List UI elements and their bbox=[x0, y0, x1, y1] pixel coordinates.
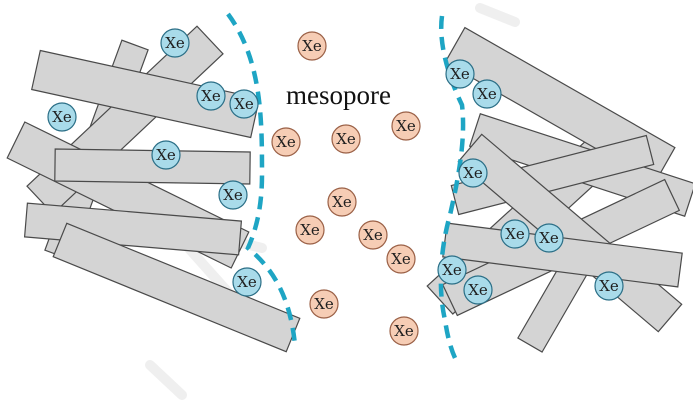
xe-atom-label: Xe bbox=[300, 221, 320, 239]
xe-atom-circle bbox=[386, 244, 416, 274]
xe-atom-label: Xe bbox=[463, 164, 483, 182]
adsorbed-xe-atom: Xe bbox=[534, 223, 564, 253]
xe-atom-circle bbox=[160, 28, 190, 58]
xe-atom-label: Xe bbox=[394, 322, 414, 340]
xe-atom-label: Xe bbox=[442, 261, 462, 279]
adsorbed-xe-atom: Xe bbox=[458, 158, 488, 188]
xe-atom-label: Xe bbox=[52, 108, 72, 126]
adsorbed-xe-atom: Xe bbox=[229, 89, 259, 119]
xe-atom-label: Xe bbox=[450, 65, 470, 83]
free-xe-atom: Xe bbox=[386, 244, 416, 274]
watermark-stroke bbox=[145, 360, 187, 400]
xe-atom-circle bbox=[47, 102, 77, 132]
xe-atom-label: Xe bbox=[539, 229, 559, 247]
xe-atom-label: Xe bbox=[505, 225, 525, 243]
xe-atom-circle bbox=[391, 111, 421, 141]
xe-atom-label: Xe bbox=[165, 34, 185, 52]
xe-atom-circle bbox=[327, 187, 357, 217]
xe-atom-circle bbox=[437, 255, 467, 285]
pore-boundary-line bbox=[226, 12, 298, 346]
xe-atom-circle bbox=[331, 124, 361, 154]
free-xe-atom: Xe bbox=[358, 220, 388, 250]
xe-atom-circle bbox=[295, 215, 325, 245]
xe-atom-circle bbox=[151, 140, 181, 170]
xe-atom-label: Xe bbox=[237, 273, 257, 291]
free-xe-atom: Xe bbox=[327, 187, 357, 217]
xe-atom-label: Xe bbox=[332, 193, 352, 211]
adsorbed-xe-atom: Xe bbox=[472, 79, 502, 109]
right-rod-cluster bbox=[426, 26, 693, 353]
adsorbed-xe-atom: Xe bbox=[160, 28, 190, 58]
free-xe-atom: Xe bbox=[389, 316, 419, 346]
xe-atom-circle bbox=[534, 223, 564, 253]
xe-atom-circle bbox=[358, 220, 388, 250]
adsorbed-xe-atom: Xe bbox=[500, 219, 530, 249]
rod bbox=[54, 148, 251, 185]
xe-atom-circle bbox=[445, 59, 475, 89]
adsorbed-xe-atom: Xe bbox=[218, 180, 248, 210]
free-xe-atom: Xe bbox=[271, 127, 301, 157]
xe-atom-label: Xe bbox=[234, 95, 254, 113]
xe-atom-label: Xe bbox=[363, 226, 383, 244]
xe-atom-circle bbox=[500, 219, 530, 249]
adsorbed-xe-atom: Xe bbox=[445, 59, 475, 89]
mesopore-label: mesopore bbox=[286, 80, 391, 110]
adsorbed-xe-atom: Xe bbox=[232, 267, 262, 297]
xe-atom-label: Xe bbox=[599, 277, 619, 295]
xe-atom-label: Xe bbox=[477, 85, 497, 103]
xe-atom-circle bbox=[218, 180, 248, 210]
xe-atom-circle bbox=[389, 316, 419, 346]
xe-atom-label: Xe bbox=[396, 117, 416, 135]
xe-atom-circle bbox=[309, 289, 339, 319]
xe-atom-circle bbox=[232, 267, 262, 297]
xe-atom-label: Xe bbox=[223, 186, 243, 204]
xe-atom-label: Xe bbox=[336, 130, 356, 148]
xe-atom-label: Xe bbox=[391, 250, 411, 268]
free-xe-atom: Xe bbox=[297, 31, 327, 61]
xe-atom-circle bbox=[196, 81, 226, 111]
xe-atom-circle bbox=[463, 275, 493, 305]
xe-atom-circle bbox=[271, 127, 301, 157]
free-xe-atom: Xe bbox=[295, 215, 325, 245]
xe-atom-label: Xe bbox=[276, 133, 296, 151]
xe-atom-label: Xe bbox=[314, 295, 334, 313]
xe-atom-circle bbox=[458, 158, 488, 188]
free-xe-atom: Xe bbox=[331, 124, 361, 154]
left-rod-cluster bbox=[6, 25, 301, 353]
watermark-stroke bbox=[475, 3, 520, 27]
xe-atom-circle bbox=[297, 31, 327, 61]
free-xe-atom: Xe bbox=[391, 111, 421, 141]
xe-atom-circle bbox=[229, 89, 259, 119]
adsorbed-xe-atom: Xe bbox=[594, 271, 624, 301]
xe-atom-circle bbox=[472, 79, 502, 109]
xe-atom-label: Xe bbox=[201, 87, 221, 105]
adsorbed-xe-atom: Xe bbox=[47, 102, 77, 132]
rod bbox=[52, 222, 301, 353]
adsorbed-xe-atom: Xe bbox=[196, 81, 226, 111]
free-xe-atom: Xe bbox=[309, 289, 339, 319]
rod bbox=[23, 202, 243, 256]
adsorbed-xe-atom: Xe bbox=[437, 255, 467, 285]
adsorbed-xe-atom: Xe bbox=[151, 140, 181, 170]
adsorbed-xe-atom: Xe bbox=[463, 275, 493, 305]
xe-atom-label: Xe bbox=[302, 37, 322, 55]
xe-atom-label: Xe bbox=[156, 146, 176, 164]
xe-atom-label: Xe bbox=[468, 281, 488, 299]
xe-atom-circle bbox=[594, 271, 624, 301]
